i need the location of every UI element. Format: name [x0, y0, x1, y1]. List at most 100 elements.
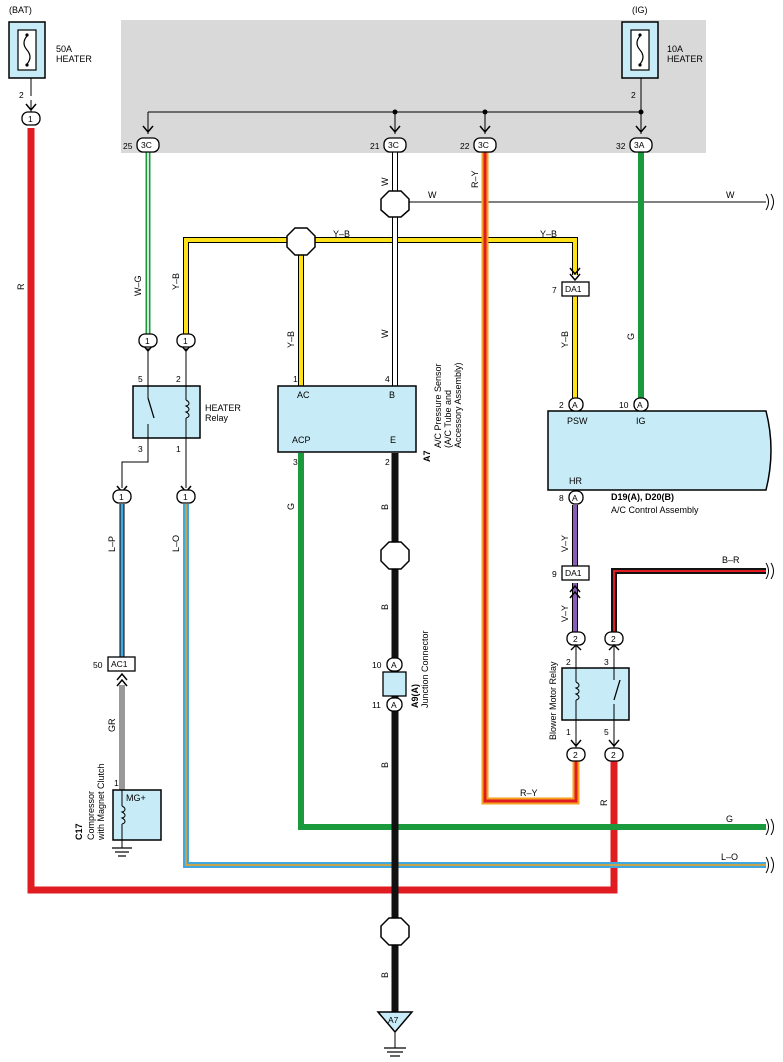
- control-assembly: PSW IG HR D19(A), D20(B) A/C Control Ass…: [547, 410, 772, 515]
- svg-text:ACP: ACP: [292, 435, 311, 445]
- svg-text:R–Y: R–Y: [470, 170, 480, 188]
- jb-bus: [147, 88, 644, 134]
- jb-pin-32: 3A 32: [616, 125, 653, 153]
- svg-text:A: A: [637, 400, 643, 410]
- svg-text:1: 1: [293, 374, 298, 384]
- wire-w: [392, 152, 766, 386]
- ac1-connector: AC1 50: [93, 656, 136, 687]
- wire-yb: [183, 237, 578, 398]
- svg-text:3: 3: [293, 457, 298, 467]
- svg-text:9: 9: [552, 569, 557, 579]
- svg-text:IG: IG: [636, 416, 646, 426]
- svg-text:A7: A7: [422, 450, 432, 462]
- svg-text:A: A: [391, 660, 397, 670]
- wire-lo: [183, 438, 766, 868]
- control-pins: A 2 A 10 A 8: [559, 397, 649, 505]
- svg-text:L–O: L–O: [171, 535, 181, 552]
- svg-text:(BAT): (BAT): [9, 5, 32, 15]
- svg-text:Y–B: Y–B: [333, 229, 350, 239]
- svg-text:4: 4: [385, 374, 390, 384]
- svg-text:E: E: [390, 435, 396, 445]
- svg-text:Relay: Relay: [205, 413, 229, 423]
- svg-text:B: B: [380, 762, 390, 768]
- svg-text:3C: 3C: [141, 140, 152, 150]
- svg-text:2: 2: [385, 457, 390, 467]
- svg-text:2: 2: [631, 90, 636, 100]
- fuse-ig: (IG) 10A HEATER 2: [621, 5, 703, 100]
- svg-text:W: W: [428, 190, 437, 200]
- svg-text:11: 11: [372, 700, 381, 710]
- compressor: 1 MG+ C17 Compressor with Magnet Clutch: [74, 763, 162, 857]
- svg-text:25: 25: [123, 141, 133, 151]
- svg-text:G: G: [626, 333, 636, 340]
- svg-text:Y–B: Y–B: [286, 331, 296, 348]
- jb-pin-25: 3C 25: [123, 125, 160, 153]
- wire-g-acp: [298, 453, 766, 830]
- svg-text:B: B: [380, 604, 390, 610]
- svg-text:B: B: [389, 390, 395, 400]
- svg-text:B: B: [380, 972, 390, 978]
- svg-text:HR: HR: [569, 476, 582, 486]
- svg-text:(IG): (IG): [632, 5, 648, 15]
- svg-text:2: 2: [19, 90, 24, 100]
- svg-text:L–P: L–P: [107, 536, 117, 552]
- svg-text:1: 1: [566, 727, 571, 737]
- wire-br: [611, 568, 766, 632]
- svg-text:5: 5: [138, 374, 143, 384]
- svg-text:1: 1: [28, 114, 33, 124]
- svg-text:Blower Motor Relay: Blower Motor Relay: [548, 661, 558, 740]
- svg-text:10A: 10A: [667, 44, 683, 54]
- bat-connector: 1: [21, 103, 41, 126]
- svg-text:Accessory Assembly): Accessory Assembly): [453, 362, 463, 448]
- svg-text:3: 3: [604, 657, 609, 667]
- svg-text:A/C Pressure Sensor: A/C Pressure Sensor: [433, 363, 443, 448]
- svg-text:W: W: [380, 329, 390, 338]
- ground-a7: A7: [376, 1011, 414, 1057]
- svg-text:22: 22: [460, 141, 470, 151]
- fuse-bat: (BAT) 50A HEATER 2: [8, 5, 92, 100]
- svg-text:with Magnet Clutch: with Magnet Clutch: [96, 763, 106, 841]
- svg-text:1: 1: [183, 336, 188, 346]
- svg-text:B: B: [380, 504, 390, 510]
- svg-text:1: 1: [114, 778, 119, 788]
- junction-block-area: [121, 20, 706, 153]
- svg-text:Junction Connector: Junction Connector: [420, 630, 430, 708]
- svg-text:3C: 3C: [388, 140, 399, 150]
- svg-text:C17: C17: [74, 823, 84, 840]
- svg-text:2: 2: [611, 750, 616, 760]
- wire-lp: [119, 438, 149, 657]
- svg-text:R: R: [16, 283, 26, 290]
- da1-top: DA1 7: [552, 267, 590, 297]
- svg-text:2: 2: [566, 657, 571, 667]
- svg-text:2: 2: [611, 634, 616, 644]
- svg-text:8: 8: [559, 493, 564, 503]
- svg-text:AC: AC: [297, 390, 310, 400]
- svg-text:1: 1: [145, 336, 150, 346]
- svg-text:10: 10: [372, 660, 382, 670]
- svg-text:Y–B: Y–B: [171, 273, 181, 290]
- svg-text:GR: GR: [107, 718, 117, 732]
- svg-text:2: 2: [573, 750, 578, 760]
- svg-text:5: 5: [604, 727, 609, 737]
- svg-text:A9(A): A9(A): [410, 684, 420, 708]
- svg-text:Y–B: Y–B: [560, 331, 570, 348]
- svg-text:R–Y: R–Y: [520, 788, 538, 798]
- svg-text:W–G: W–G: [133, 275, 143, 296]
- svg-text:D19(A), D20(B): D19(A), D20(B): [611, 492, 674, 502]
- svg-text:32: 32: [616, 141, 626, 151]
- svg-text:A: A: [572, 400, 578, 410]
- svg-text:A: A: [572, 493, 578, 503]
- svg-text:HEATER: HEATER: [205, 403, 241, 413]
- svg-text:Y–B: Y–B: [540, 229, 557, 239]
- jb-pin-21: 3C 21: [370, 125, 407, 153]
- svg-text:DA1: DA1: [565, 284, 582, 294]
- svg-text:50A: 50A: [56, 44, 72, 54]
- heater-relay-out-connectors: 1 1: [112, 485, 196, 504]
- svg-text:10: 10: [619, 400, 629, 410]
- svg-text:HEATER: HEATER: [667, 54, 703, 64]
- svg-text:G: G: [286, 503, 296, 510]
- svg-text:HEATER: HEATER: [56, 54, 92, 64]
- svg-text:1: 1: [183, 492, 188, 502]
- pressure-sensor: AC B ACP E 1 4 3 2 A7 A/C Pressure Senso…: [277, 362, 463, 467]
- svg-text:DA1: DA1: [565, 568, 582, 578]
